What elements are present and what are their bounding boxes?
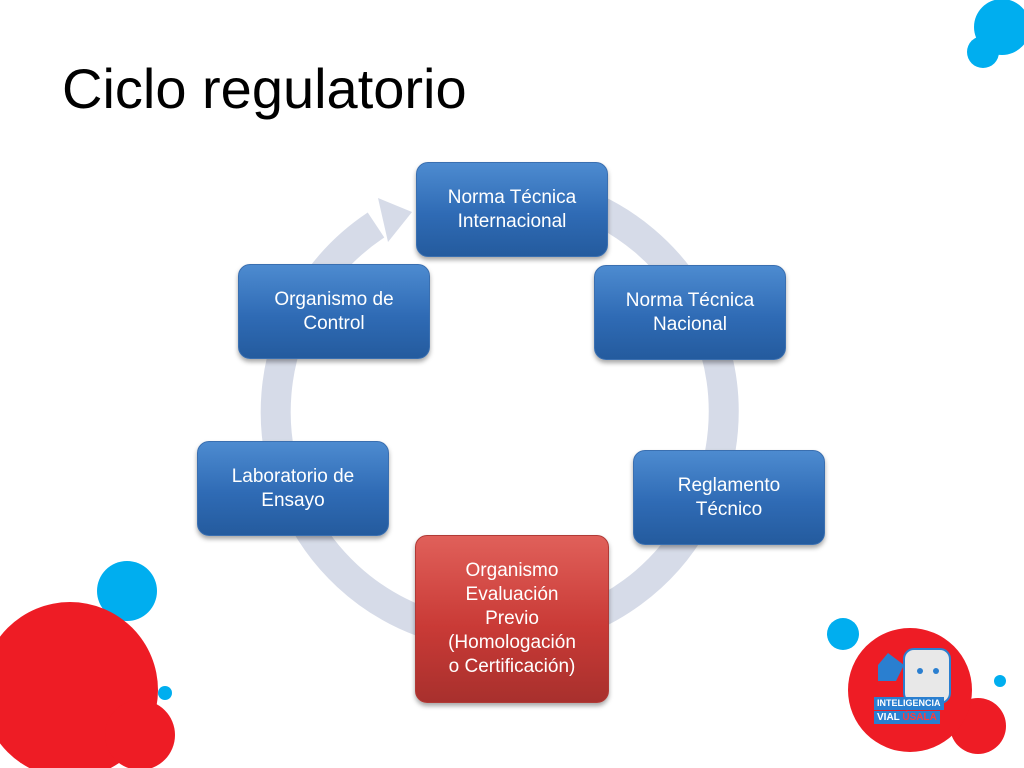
- decor-circle-right-dot: [994, 675, 1006, 687]
- decor-circle-left-blue: [97, 561, 157, 621]
- slide-title: Ciclo regulatorio: [62, 57, 467, 120]
- decor-circle-left-red-small: [105, 700, 175, 768]
- decor-circle-top-right-small: [967, 36, 999, 68]
- cycle-arrow-head: [378, 198, 412, 242]
- node-laboratorio-de-ensayo[interactable]: Laboratorio de Ensayo: [197, 441, 389, 536]
- logo-badge: [848, 628, 972, 752]
- decor-circle-right-blue: [827, 618, 859, 650]
- node-norma-tecnica-internacional[interactable]: Norma Técnica Internacional: [416, 162, 608, 257]
- inteligencia-vial-logo: INTELIGENCIA VIAL ÚSALA: [848, 625, 978, 755]
- node-label: Laboratorio de Ensayo: [231, 465, 355, 511]
- logo-line-2: VIAL ÚSALA: [874, 711, 940, 724]
- node-label: Norma Técnica Nacional: [625, 289, 755, 335]
- node-label: Norma Técnica Internacional: [447, 186, 577, 232]
- logo-line-1: INTELIGENCIA: [874, 697, 944, 710]
- node-label: Reglamento Técnico: [677, 474, 781, 520]
- logo-word-usala: ÚSALA: [902, 712, 937, 723]
- node-reglamento-tecnico[interactable]: Reglamento Técnico: [633, 450, 825, 545]
- logo-face-icon: [903, 648, 951, 704]
- node-norma-tecnica-nacional[interactable]: Norma Técnica Nacional: [594, 265, 786, 360]
- logo-word-vial: VIAL: [877, 712, 900, 723]
- logo-eye-icon: [933, 668, 939, 674]
- decor-circle-left-dot: [158, 686, 172, 700]
- logo-hand-icon: [878, 653, 904, 681]
- node-label: Organismo de Control: [274, 288, 394, 334]
- node-label: Organismo Evaluación Previo (Homologació…: [448, 560, 576, 677]
- node-organismo-evaluacion-previo[interactable]: Organismo Evaluación Previo (Homologació…: [415, 535, 609, 703]
- logo-eye-icon: [917, 668, 923, 674]
- node-organismo-de-control[interactable]: Organismo de Control: [238, 264, 430, 359]
